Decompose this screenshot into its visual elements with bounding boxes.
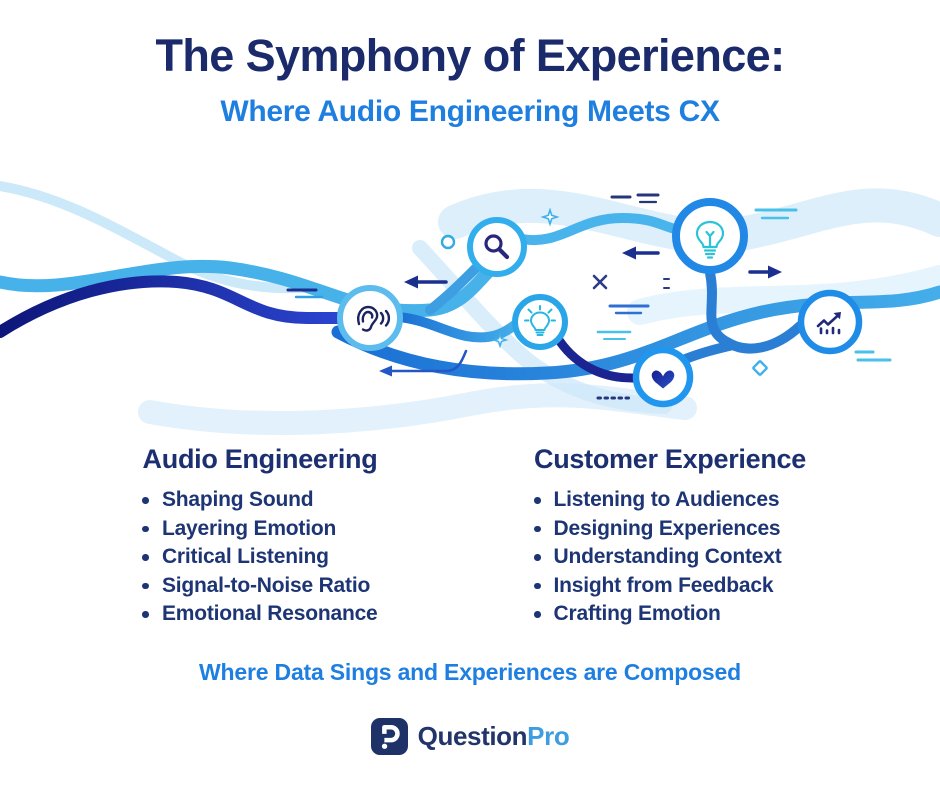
colon-marks-icon: [663, 278, 670, 289]
lightbulb-node: [672, 198, 748, 274]
list-item: Listening to Audiences: [534, 486, 806, 515]
audio-engineering-list: Shaping Sound Layering Emotion Critical …: [142, 486, 378, 629]
brand-name-secondary: Pro: [527, 721, 570, 751]
list-item-label: Layering Emotion: [161, 516, 337, 540]
brand-name-primary: Question: [417, 721, 528, 751]
list-item-label: Understanding Context: [553, 545, 782, 568]
questionpro-logo-icon: [370, 718, 408, 755]
list-item-label: Insight from Feedback: [553, 573, 774, 597]
bullet-dot: [534, 582, 541, 589]
column-title: Customer Experience: [534, 444, 806, 474]
bullet-dot: [534, 525, 541, 532]
bullet-dot: [142, 525, 149, 532]
growth-node: [797, 289, 863, 355]
arrow-left-icon: [622, 246, 660, 260]
cross-mark-icon: [592, 274, 608, 290]
idea-rays-icon: [524, 305, 556, 336]
bullet-dot: [534, 554, 541, 561]
brand-logo: QuestionPro: [0, 718, 940, 755]
sparkle-icon: [540, 207, 560, 227]
feature-columns: Audio Engineering Shaping Sound Layering…: [0, 444, 940, 629]
search-icon: [484, 234, 510, 260]
direction-arrows: [404, 246, 782, 289]
list-item-label: Signal-to-Noise Ratio: [161, 573, 371, 597]
bullet-dot: [142, 554, 149, 561]
audio-engineering-column: Audio Engineering Shaping Sound Layering…: [0, 444, 470, 629]
column-title: Audio Engineering: [142, 444, 378, 474]
bullet-dot: [534, 611, 541, 618]
circle-outline-icon: [440, 234, 456, 250]
arrow-right-icon: [748, 265, 782, 279]
list-item: Understanding Context: [534, 543, 806, 572]
customer-experience-list: Listening to Audiences Designing Experie…: [534, 486, 806, 629]
waves-illustration: [0, 181, 940, 435]
list-item-label: Listening to Audiences: [553, 488, 780, 511]
search-node: [467, 217, 527, 277]
sparkle-icon: [491, 331, 509, 349]
brand-name: QuestionPro: [418, 721, 570, 752]
decorations: [286, 193, 892, 400]
heart-icon: [651, 370, 675, 389]
list-item: Insight from Feedback: [534, 572, 806, 601]
idea-node: [512, 294, 568, 350]
list-item: Layering Emotion: [142, 515, 377, 544]
bullet-dot: [142, 611, 149, 618]
bullet-dot: [142, 582, 149, 589]
heart-node: [632, 346, 694, 408]
list-item-label: Shaping Sound: [161, 488, 314, 511]
node-connectors: [379, 212, 805, 383]
list-item: Shaping Sound: [142, 486, 377, 515]
list-item-label: Crafting Emotion: [553, 602, 721, 625]
list-item: Signal-to-Noise Ratio: [142, 572, 377, 601]
diamond-outline-icon: [752, 360, 768, 376]
list-item-label: Designing Experiences: [553, 516, 781, 540]
growth-chart-icon: [816, 312, 841, 335]
ear-icon: [357, 305, 391, 332]
arrow-left-icon: [404, 275, 448, 289]
list-item-label: Critical Listening: [161, 545, 329, 568]
tagline: Where Data Sings and Experiences are Com…: [199, 659, 741, 685]
page-title: The Symphony of Experience:: [155, 30, 786, 81]
list-item: Emotional Resonance: [142, 600, 378, 629]
bullet-dot: [534, 497, 541, 504]
list-item-label: Emotional Resonance: [161, 602, 378, 625]
page-subtitle: Where Audio Engineering Meets CX: [220, 95, 720, 128]
bullet-dot: [142, 497, 149, 504]
list-item: Crafting Emotion: [534, 600, 806, 629]
lightbulb-icon: [695, 220, 725, 259]
list-item: Designing Experiences: [534, 515, 806, 544]
customer-experience-column: Customer Experience Listening to Audienc…: [470, 444, 940, 629]
ear-node: [337, 285, 403, 351]
list-item: Critical Listening: [142, 543, 377, 572]
